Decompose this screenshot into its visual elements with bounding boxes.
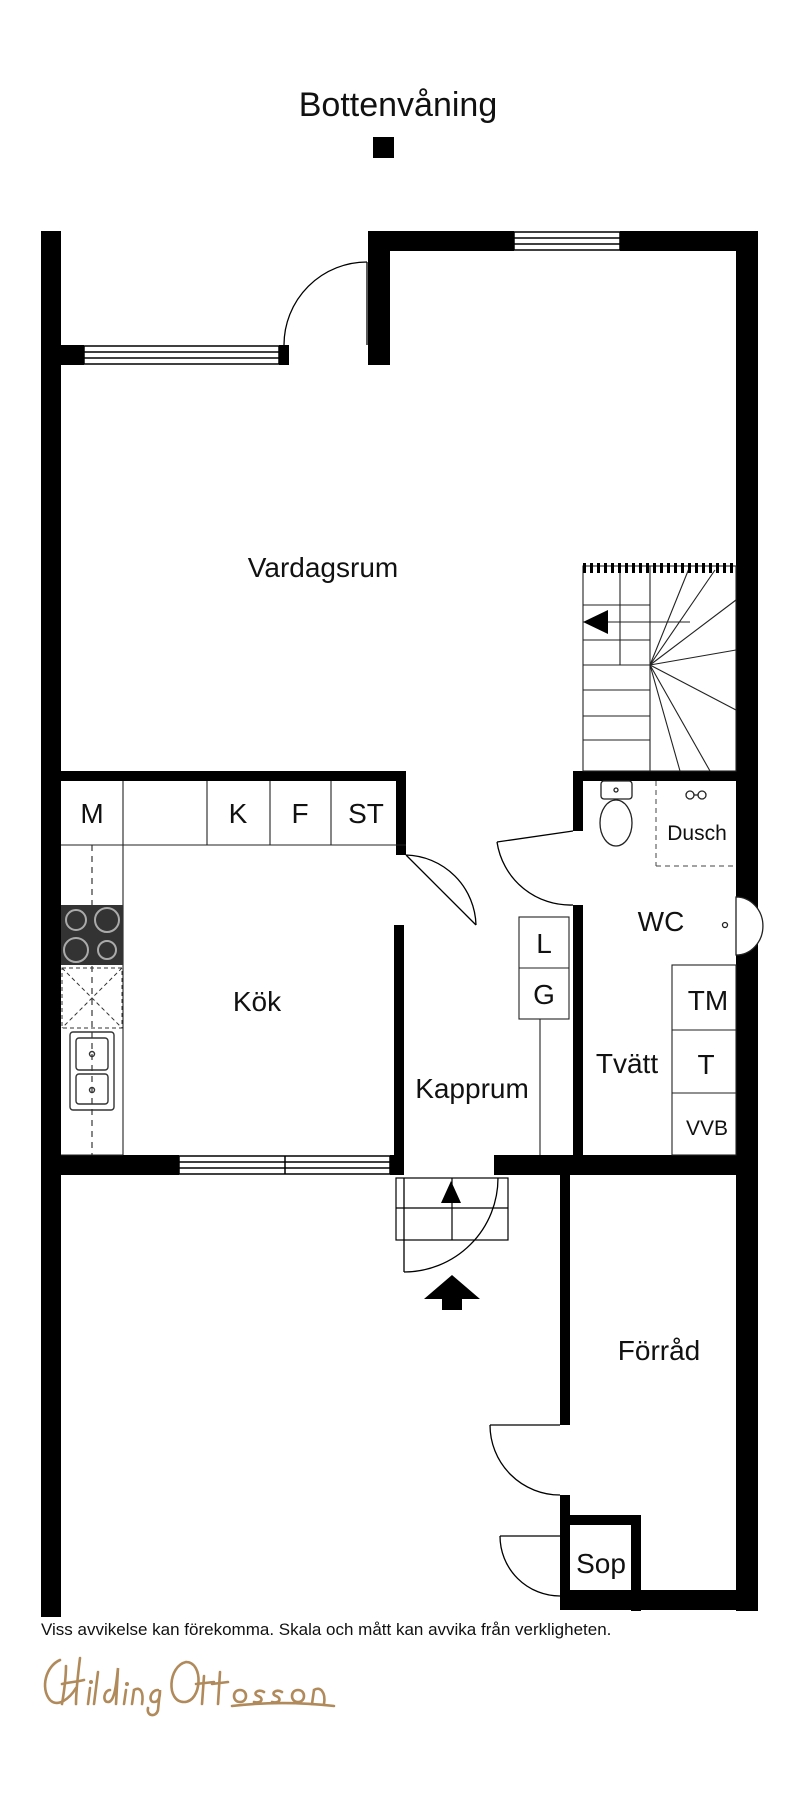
shower-head-icon — [685, 790, 707, 800]
doors — [283, 261, 574, 1597]
window-kitchen — [178, 1155, 391, 1175]
room-wc: WC — [638, 906, 685, 937]
appliance-m: M — [80, 798, 103, 829]
stove-icon — [61, 905, 123, 965]
entrance-inner-arrow-icon — [441, 1181, 461, 1203]
appliance-f: F — [291, 798, 308, 829]
disclaimer-text: Viss avvikelse kan förekomma. Skala och … — [41, 1620, 612, 1639]
door-balcony — [283, 261, 368, 346]
brand-logo — [43, 1656, 336, 1717]
logo-dot — [89, 1680, 129, 1686]
room-sop: Sop — [576, 1548, 626, 1579]
room-kok: Kök — [233, 986, 282, 1017]
appliance-k: K — [229, 798, 248, 829]
toilet-icon — [599, 780, 633, 847]
appliance-vvb: VVB — [686, 1117, 728, 1140]
washbasin-icon — [721, 896, 764, 956]
appliance-st: ST — [348, 798, 384, 829]
appliance-l: L — [536, 928, 552, 959]
door-kitchen — [405, 854, 477, 926]
door-sop — [499, 1535, 561, 1597]
room-vardagsrum: Vardagsrum — [248, 552, 398, 583]
sink-icon — [69, 1031, 115, 1111]
staircase — [582, 565, 737, 772]
room-dusch: Dusch — [667, 822, 727, 845]
room-forrad: Förråd — [618, 1335, 700, 1366]
room-tvatt: Tvätt — [596, 1048, 658, 1079]
shower-area — [655, 781, 736, 867]
appliance-tm: TM — [688, 985, 728, 1016]
door-storage — [489, 1424, 561, 1496]
window-top-right — [513, 231, 621, 251]
north-marker — [373, 137, 394, 158]
dishwasher-icon — [61, 967, 123, 1029]
appliance-g: G — [533, 979, 555, 1010]
door-entrance — [403, 1177, 499, 1273]
floor-title: Bottenvåning — [299, 86, 498, 124]
door-wc — [496, 830, 574, 906]
appliance-t: T — [697, 1049, 714, 1080]
laundry-stack — [671, 964, 737, 1156]
stair-arrow-icon — [583, 610, 608, 634]
room-kapprum: Kapprum — [415, 1073, 529, 1104]
kapprum-closet — [518, 916, 570, 1155]
window-top-left — [83, 345, 280, 365]
windows — [83, 231, 621, 1175]
entrance-arrow-icon — [424, 1275, 480, 1310]
